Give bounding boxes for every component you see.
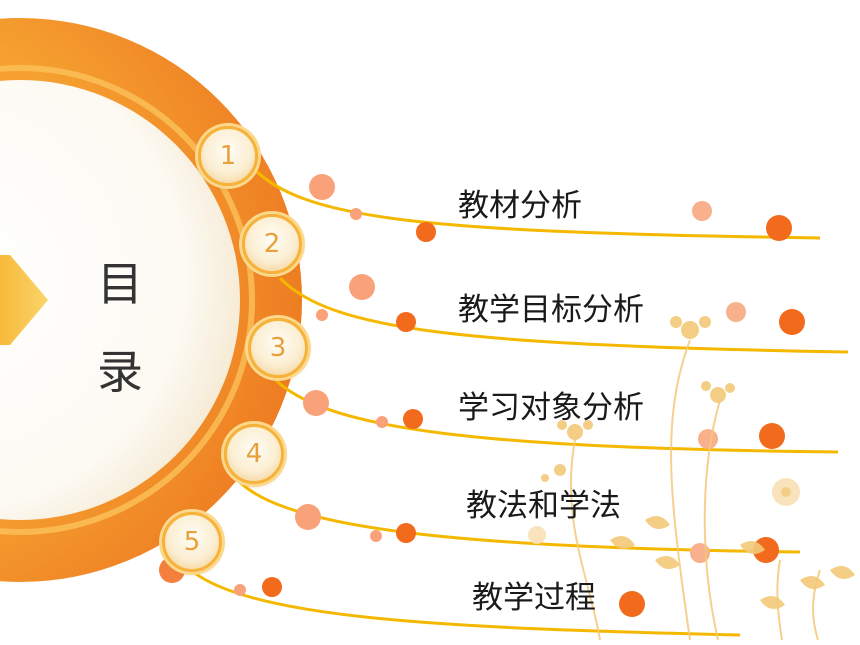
toc-item-2[interactable]: 教学目标分析 bbox=[458, 292, 644, 328]
number-label: 2 bbox=[263, 229, 281, 259]
number-badge-1[interactable]: 1 bbox=[198, 126, 258, 186]
toc-item-4[interactable]: 教法和学法 bbox=[466, 488, 621, 524]
decor-dots bbox=[159, 174, 805, 617]
title-char-2: 录 bbox=[97, 345, 143, 399]
toc-item-3[interactable]: 学习对象分析 bbox=[458, 390, 644, 426]
arrow-shape bbox=[0, 255, 48, 345]
title-char-1: 目 bbox=[97, 257, 143, 311]
ring-inner-disc bbox=[0, 80, 240, 520]
number-badge-5[interactable]: 5 bbox=[162, 512, 222, 572]
number-label: 5 bbox=[183, 527, 201, 557]
number-badge-3[interactable]: 3 bbox=[248, 318, 308, 378]
number-badge-4[interactable]: 4 bbox=[224, 424, 284, 484]
flower-blossoms bbox=[528, 316, 855, 609]
number-label: 1 bbox=[219, 141, 237, 171]
toc-item-1[interactable]: 教材分析 bbox=[458, 188, 582, 224]
toc-item-5[interactable]: 教学过程 bbox=[472, 580, 596, 616]
number-label: 4 bbox=[245, 439, 263, 469]
number-badge-2[interactable]: 2 bbox=[242, 214, 302, 274]
ring-highlight bbox=[0, 65, 255, 535]
number-label: 3 bbox=[269, 333, 287, 363]
